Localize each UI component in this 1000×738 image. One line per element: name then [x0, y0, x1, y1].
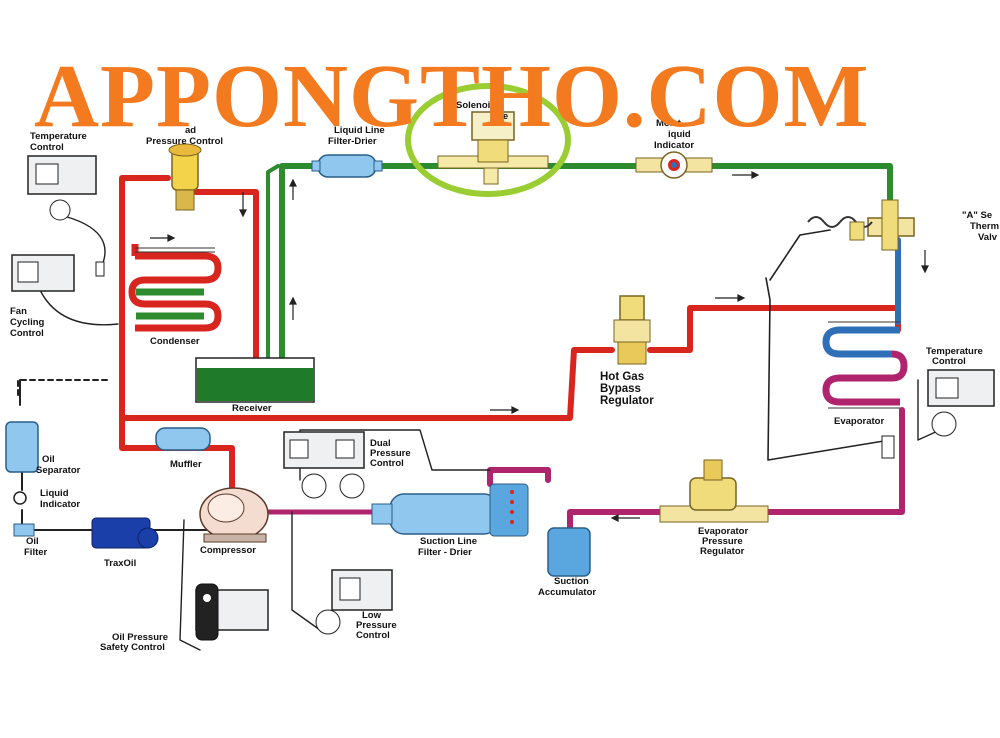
- dual-pressure-control: [283, 431, 365, 499]
- label-compressor: Compressor: [200, 545, 256, 556]
- condenser: [128, 244, 222, 332]
- oil-filter-icon: [13, 523, 35, 537]
- control-capillary-6: [917, 379, 941, 441]
- low-pressure-control: [315, 569, 393, 635]
- hot-gas-line: [119, 175, 235, 491]
- hot-gas-bypass-line: [119, 347, 615, 421]
- compressor: [199, 487, 269, 543]
- liquid-line-drier: [311, 154, 383, 178]
- condenser-fins: [135, 247, 215, 253]
- label-traxoil: TraxOil: [104, 558, 136, 569]
- hot-gas-bypass-regulator: [613, 295, 651, 365]
- label-receiver: Receiver: [232, 403, 272, 414]
- equalizer-line: [765, 277, 891, 461]
- traxoil: [91, 517, 159, 549]
- oil-pressure-safety-control: [195, 583, 269, 641]
- evaporator-bulb: [881, 435, 895, 459]
- suction-line-drier: [371, 483, 529, 537]
- receiver-dip-tube: [266, 164, 280, 387]
- muffler: [155, 427, 211, 451]
- receiver: [195, 357, 315, 403]
- label-evaporator: Evaporator: [834, 416, 884, 427]
- oil-line: [19, 379, 211, 531]
- suction-accumulator: [547, 527, 591, 577]
- solenoid-valve: [405, 83, 571, 197]
- watermark: APPONGTHO.COM: [34, 47, 870, 146]
- head-pressure-control: [168, 143, 202, 211]
- liquid-line: [279, 163, 893, 383]
- oil-return-line: [17, 379, 111, 396]
- fan-cycling-control: [11, 254, 75, 292]
- temperature-control-right: [927, 369, 995, 437]
- flow-arrows: [150, 171, 929, 522]
- fan-cycling-bulb: [95, 261, 105, 277]
- discharge-to-condenser: [193, 189, 259, 363]
- control-capillary-2: [39, 289, 119, 326]
- evaporator-fins: [828, 321, 900, 409]
- evaporator-pressure-regulator: [659, 459, 769, 523]
- control-capillary-4: [291, 511, 321, 631]
- label-condenser: Condenser: [150, 336, 200, 347]
- control-capillary-5: [179, 519, 201, 651]
- thermostatic-expansion-valve: [807, 199, 915, 251]
- sensing-bulb-line: [769, 229, 831, 281]
- piping: [17, 163, 941, 651]
- suction-to-accumulator: [487, 467, 551, 487]
- moisture-indicator: [635, 151, 713, 179]
- temperature-control-left: [27, 155, 97, 221]
- evaporator: [822, 326, 908, 406]
- label-muffler: Muffler: [170, 459, 202, 470]
- liquid-indicator-icon: [13, 491, 27, 505]
- oil-separator: [5, 421, 39, 473]
